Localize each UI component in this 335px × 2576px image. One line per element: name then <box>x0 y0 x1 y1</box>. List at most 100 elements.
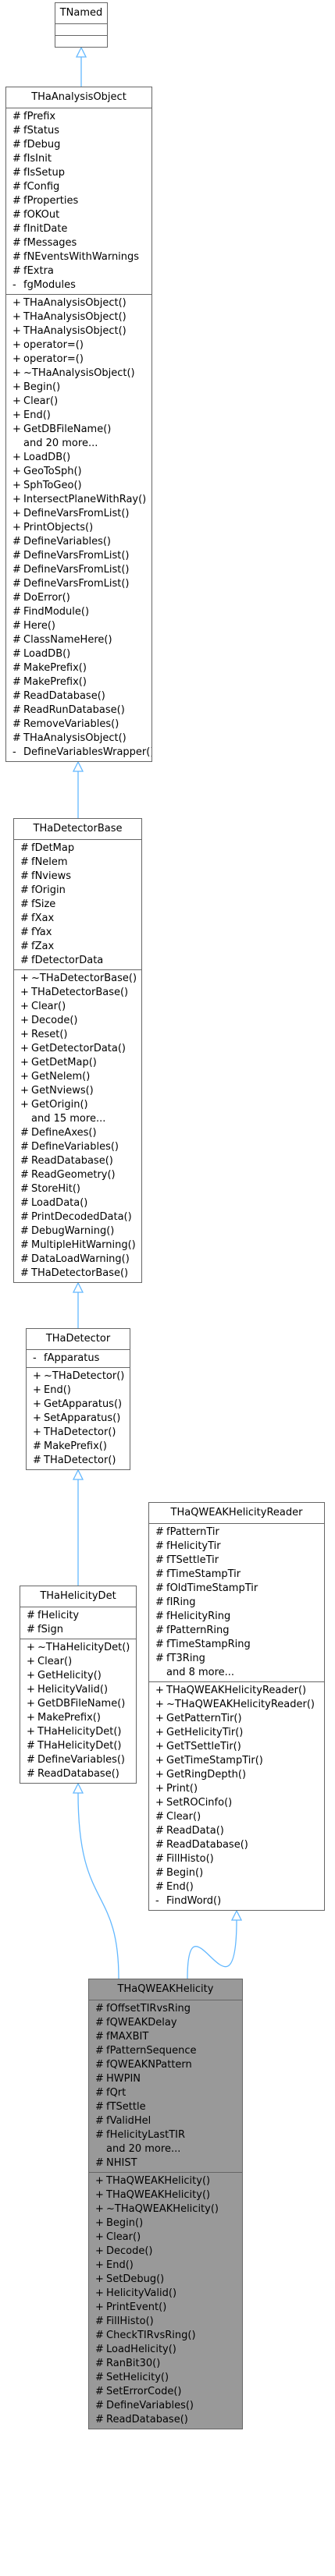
attribute-row[interactable]: #fPrefix <box>12 110 151 124</box>
method-row[interactable]: +SetDebug() <box>95 2273 242 2287</box>
method-row[interactable]: +THaAnalysisObject() <box>12 324 151 338</box>
attribute-row[interactable]: #fQWEAKNPattern <box>95 2058 242 2072</box>
method-row[interactable]: #ReadDatabase() <box>95 2413 242 2427</box>
method-row[interactable]: #DefineVarsFromList() <box>12 563 151 577</box>
attribute-row[interactable]: #fTimeStampTir <box>155 1568 324 1582</box>
method-row[interactable]: #End() <box>155 1880 324 1894</box>
attribute-row[interactable]: #fOrigin <box>20 884 141 898</box>
method-row[interactable]: #FindModule() <box>12 605 151 619</box>
method-row[interactable]: +Clear() <box>20 1000 141 1014</box>
method-row[interactable]: +GetRingDepth() <box>155 1768 324 1782</box>
attribute-row[interactable]: #fOffsetTIRvsRing <box>95 2002 242 2016</box>
method-row[interactable]: #THaDetector() <box>33 1454 130 1468</box>
method-row[interactable]: #Begin() <box>155 1866 324 1880</box>
method-row[interactable]: #FillHisto() <box>155 1852 324 1866</box>
method-row[interactable]: #LoadHelicity() <box>95 2343 242 2357</box>
method-row[interactable]: +Decode() <box>95 2245 242 2259</box>
method-row[interactable]: -DefineVariablesWrapper() <box>12 746 151 760</box>
attribute-row[interactable]: #fMAXBIT <box>95 2030 242 2044</box>
attribute-row[interactable]: #fHelicityLastTIR <box>95 2128 242 2142</box>
method-row[interactable]: #DefineVariables() <box>20 1140 141 1154</box>
method-row[interactable]: #SetErrorCode() <box>95 2385 242 2399</box>
method-row[interactable]: -FindWord() <box>155 1894 324 1908</box>
method-row[interactable]: #DefineAxes() <box>20 1126 141 1140</box>
attribute-row[interactable]: #NHIST <box>95 2156 242 2170</box>
method-row[interactable]: +GetTSettleTir() <box>155 1740 324 1754</box>
method-row[interactable]: +operator=() <box>12 353 151 367</box>
attribute-row[interactable]: #fMessages <box>12 236 151 250</box>
attribute-row[interactable]: #fQrt <box>95 2086 242 2100</box>
class-thaqweakhelicity[interactable]: THaQWEAKHelicity#fOffsetTIRvsRing#fQWEAK… <box>88 1979 243 2429</box>
method-row[interactable]: +End() <box>12 409 151 423</box>
method-row[interactable]: +IntersectPlaneWithRay() <box>12 493 151 507</box>
method-row[interactable]: +THaDetectorBase() <box>20 986 141 1000</box>
method-row[interactable]: #CheckTIRvsRing() <box>95 2329 242 2343</box>
method-row[interactable]: #THaAnalysisObject() <box>12 732 151 746</box>
method-row[interactable]: +THaAnalysisObject() <box>12 296 151 310</box>
method-row[interactable]: +Print() <box>155 1782 324 1796</box>
method-row[interactable]: +LoadDB() <box>12 451 151 465</box>
method-row[interactable]: +GetHelicity() <box>27 1669 136 1683</box>
method-row[interactable]: +GeoToSph() <box>12 465 151 479</box>
attribute-row[interactable]: -fApparatus <box>33 1352 130 1366</box>
method-row[interactable]: #StoreHit() <box>20 1182 141 1196</box>
attribute-row[interactable]: #fNelem <box>20 856 141 870</box>
method-row[interactable]: +GetDBFileName() <box>12 423 151 437</box>
method-row[interactable]: #Here() <box>12 619 151 633</box>
method-row[interactable]: +Clear() <box>95 2231 242 2245</box>
method-row[interactable]: +Clear() <box>27 1655 136 1669</box>
attribute-row[interactable]: #fDetectorData <box>20 954 141 968</box>
attribute-row[interactable]: #fExtra <box>12 264 151 278</box>
attribute-row[interactable]: #fNviews <box>20 870 141 884</box>
method-row[interactable]: +GetDetectorData() <box>20 1042 141 1056</box>
attribute-row[interactable]: #fSize <box>20 898 141 912</box>
method-row[interactable]: +operator=() <box>12 338 151 353</box>
method-row[interactable]: #ReadDatabase() <box>20 1154 141 1168</box>
attribute-row[interactable]: #fProperties <box>12 194 151 208</box>
method-row[interactable]: +~THaDetector() <box>33 1369 130 1384</box>
attribute-row[interactable]: #fYax <box>20 926 141 940</box>
method-row[interactable]: #ReadData() <box>155 1824 324 1838</box>
method-row[interactable]: +~THaQWEAKHelicityReader() <box>155 1698 324 1712</box>
method-row[interactable]: #MakePrefix() <box>12 661 151 675</box>
method-row[interactable]: #ReadDatabase() <box>12 689 151 703</box>
attribute-row[interactable]: #fNEventsWithWarnings <box>12 250 151 264</box>
attribute-row[interactable]: #fSign <box>27 1623 136 1637</box>
method-row[interactable]: #DefineVariables() <box>95 2399 242 2413</box>
method-row[interactable]: +THaAnalysisObject() <box>12 310 151 324</box>
method-row[interactable]: +MakePrefix() <box>27 1711 136 1725</box>
method-row[interactable]: +SetApparatus() <box>33 1412 130 1426</box>
attribute-row[interactable]: #fZax <box>20 940 141 954</box>
attribute-row[interactable]: #fOldTimeStampTir <box>155 1582 324 1596</box>
class-thahelicitydet[interactable]: THaHelicityDet#fHelicity#fSign+~THaHelic… <box>20 1586 137 1784</box>
method-row[interactable]: #DoError() <box>12 591 151 605</box>
method-row[interactable]: #MakePrefix() <box>12 675 151 689</box>
attribute-row[interactable]: #fIRing <box>155 1596 324 1610</box>
method-row[interactable]: +THaQWEAKHelicity() <box>95 2174 242 2188</box>
method-row[interactable]: +HelicityValid() <box>95 2287 242 2301</box>
method-row[interactable]: +Reset() <box>20 1028 141 1042</box>
method-row[interactable]: #ReadGeometry() <box>20 1168 141 1182</box>
method-row[interactable]: +GetNviews() <box>20 1084 141 1098</box>
method-row[interactable]: #ReadDatabase() <box>27 1767 136 1781</box>
attribute-row[interactable]: -fgModules <box>12 278 151 292</box>
method-row[interactable]: #RemoveVariables() <box>12 718 151 732</box>
attribute-row[interactable]: #fQWEAKDelay <box>95 2016 242 2030</box>
method-row[interactable]: #DefineVariables() <box>27 1753 136 1767</box>
method-row[interactable]: #MultipleHitWarning() <box>20 1238 141 1253</box>
method-row[interactable]: +PrintObjects() <box>12 521 151 535</box>
attribute-row[interactable]: #fTSettleTir <box>155 1554 324 1568</box>
method-row[interactable]: +THaQWEAKHelicityReader() <box>155 1684 324 1698</box>
more-members-link[interactable]: and 20 more... <box>12 437 151 451</box>
method-row[interactable]: #ClassNameHere() <box>12 633 151 647</box>
method-row[interactable]: #FillHisto() <box>95 2315 242 2329</box>
attribute-row[interactable]: #fValidHel <box>95 2114 242 2128</box>
class-thaqweakhelicityreader[interactable]: THaQWEAKHelicityReader#fPatternTir#fHeli… <box>148 1502 325 1911</box>
attribute-row[interactable]: #fTSettle <box>95 2100 242 2114</box>
method-row[interactable]: +GetOrigin() <box>20 1098 141 1112</box>
attribute-row[interactable]: #fPatternTir <box>155 1525 324 1540</box>
attribute-row[interactable]: #fInitDate <box>12 222 151 236</box>
method-row[interactable]: +PrintEvent() <box>95 2301 242 2315</box>
method-row[interactable]: +HelicityValid() <box>27 1683 136 1697</box>
class-tnamed[interactable]: TNamed <box>55 2 108 48</box>
